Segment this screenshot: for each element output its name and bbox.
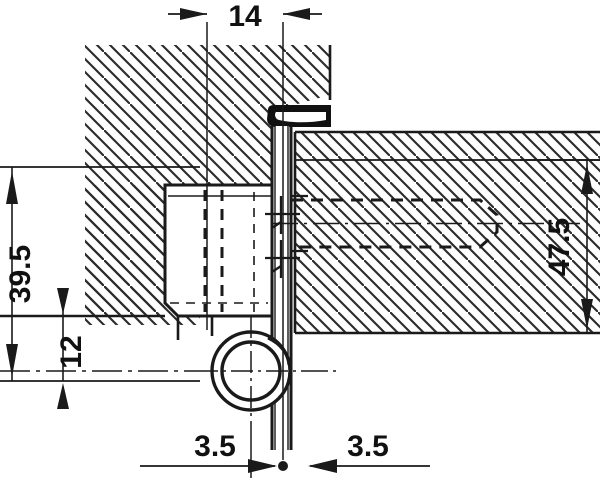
hidden-screw — [272, 194, 580, 253]
door-leaf-hatching — [295, 132, 600, 333]
dimension-39-5: 39.5 — [0, 166, 200, 382]
frame-lower-hatching — [85, 316, 200, 325]
screw-thread-ticks — [291, 194, 308, 253]
dim12-label: 12 — [55, 335, 88, 368]
strip-detail-marks — [265, 196, 300, 278]
pivot-center-dot — [278, 461, 288, 471]
frame-hinge-plate — [163, 183, 274, 318]
dim35l-arrow — [248, 459, 277, 473]
dim475-arrow-bottom — [581, 299, 593, 329]
pivot-center-mark — [250, 426, 288, 478]
frame-left-band — [85, 185, 165, 316]
frame-band-hatching — [85, 185, 165, 316]
hinge-knuckle — [0, 316, 340, 426]
frame-hatching-lower — [85, 316, 200, 325]
seal-inner-void — [275, 112, 326, 123]
dimension-3-5-left: 3.5 — [140, 430, 277, 473]
dim395-label: 39.5 — [4, 245, 37, 303]
dim35l-label: 3.5 — [194, 430, 236, 463]
hinge-plate-outline — [163, 183, 274, 318]
dim12-arrow-bottom — [57, 383, 69, 409]
dim35r-label: 3.5 — [347, 430, 389, 463]
dimension-14: 14 — [168, 0, 322, 460]
gasket-seal — [266, 105, 331, 127]
dimension-47-5: 47.5 — [520, 159, 600, 334]
dim12-arrow-top — [57, 288, 69, 314]
dim35r-arrow — [308, 459, 337, 473]
dim395-arrow-top — [6, 171, 18, 204]
plate-leg-lines — [176, 316, 214, 340]
dim14-arrow-right — [283, 8, 310, 20]
dim395-arrow-bottom — [6, 344, 18, 377]
dim475-arrow-top — [581, 164, 593, 194]
dimension-3-5-right: 3.5 — [308, 430, 430, 473]
dim475-label: 47.5 — [543, 218, 576, 276]
dim14-label: 14 — [228, 0, 262, 33]
dimension-12: 12 — [40, 288, 165, 409]
dim14-arrow-left — [180, 8, 207, 20]
